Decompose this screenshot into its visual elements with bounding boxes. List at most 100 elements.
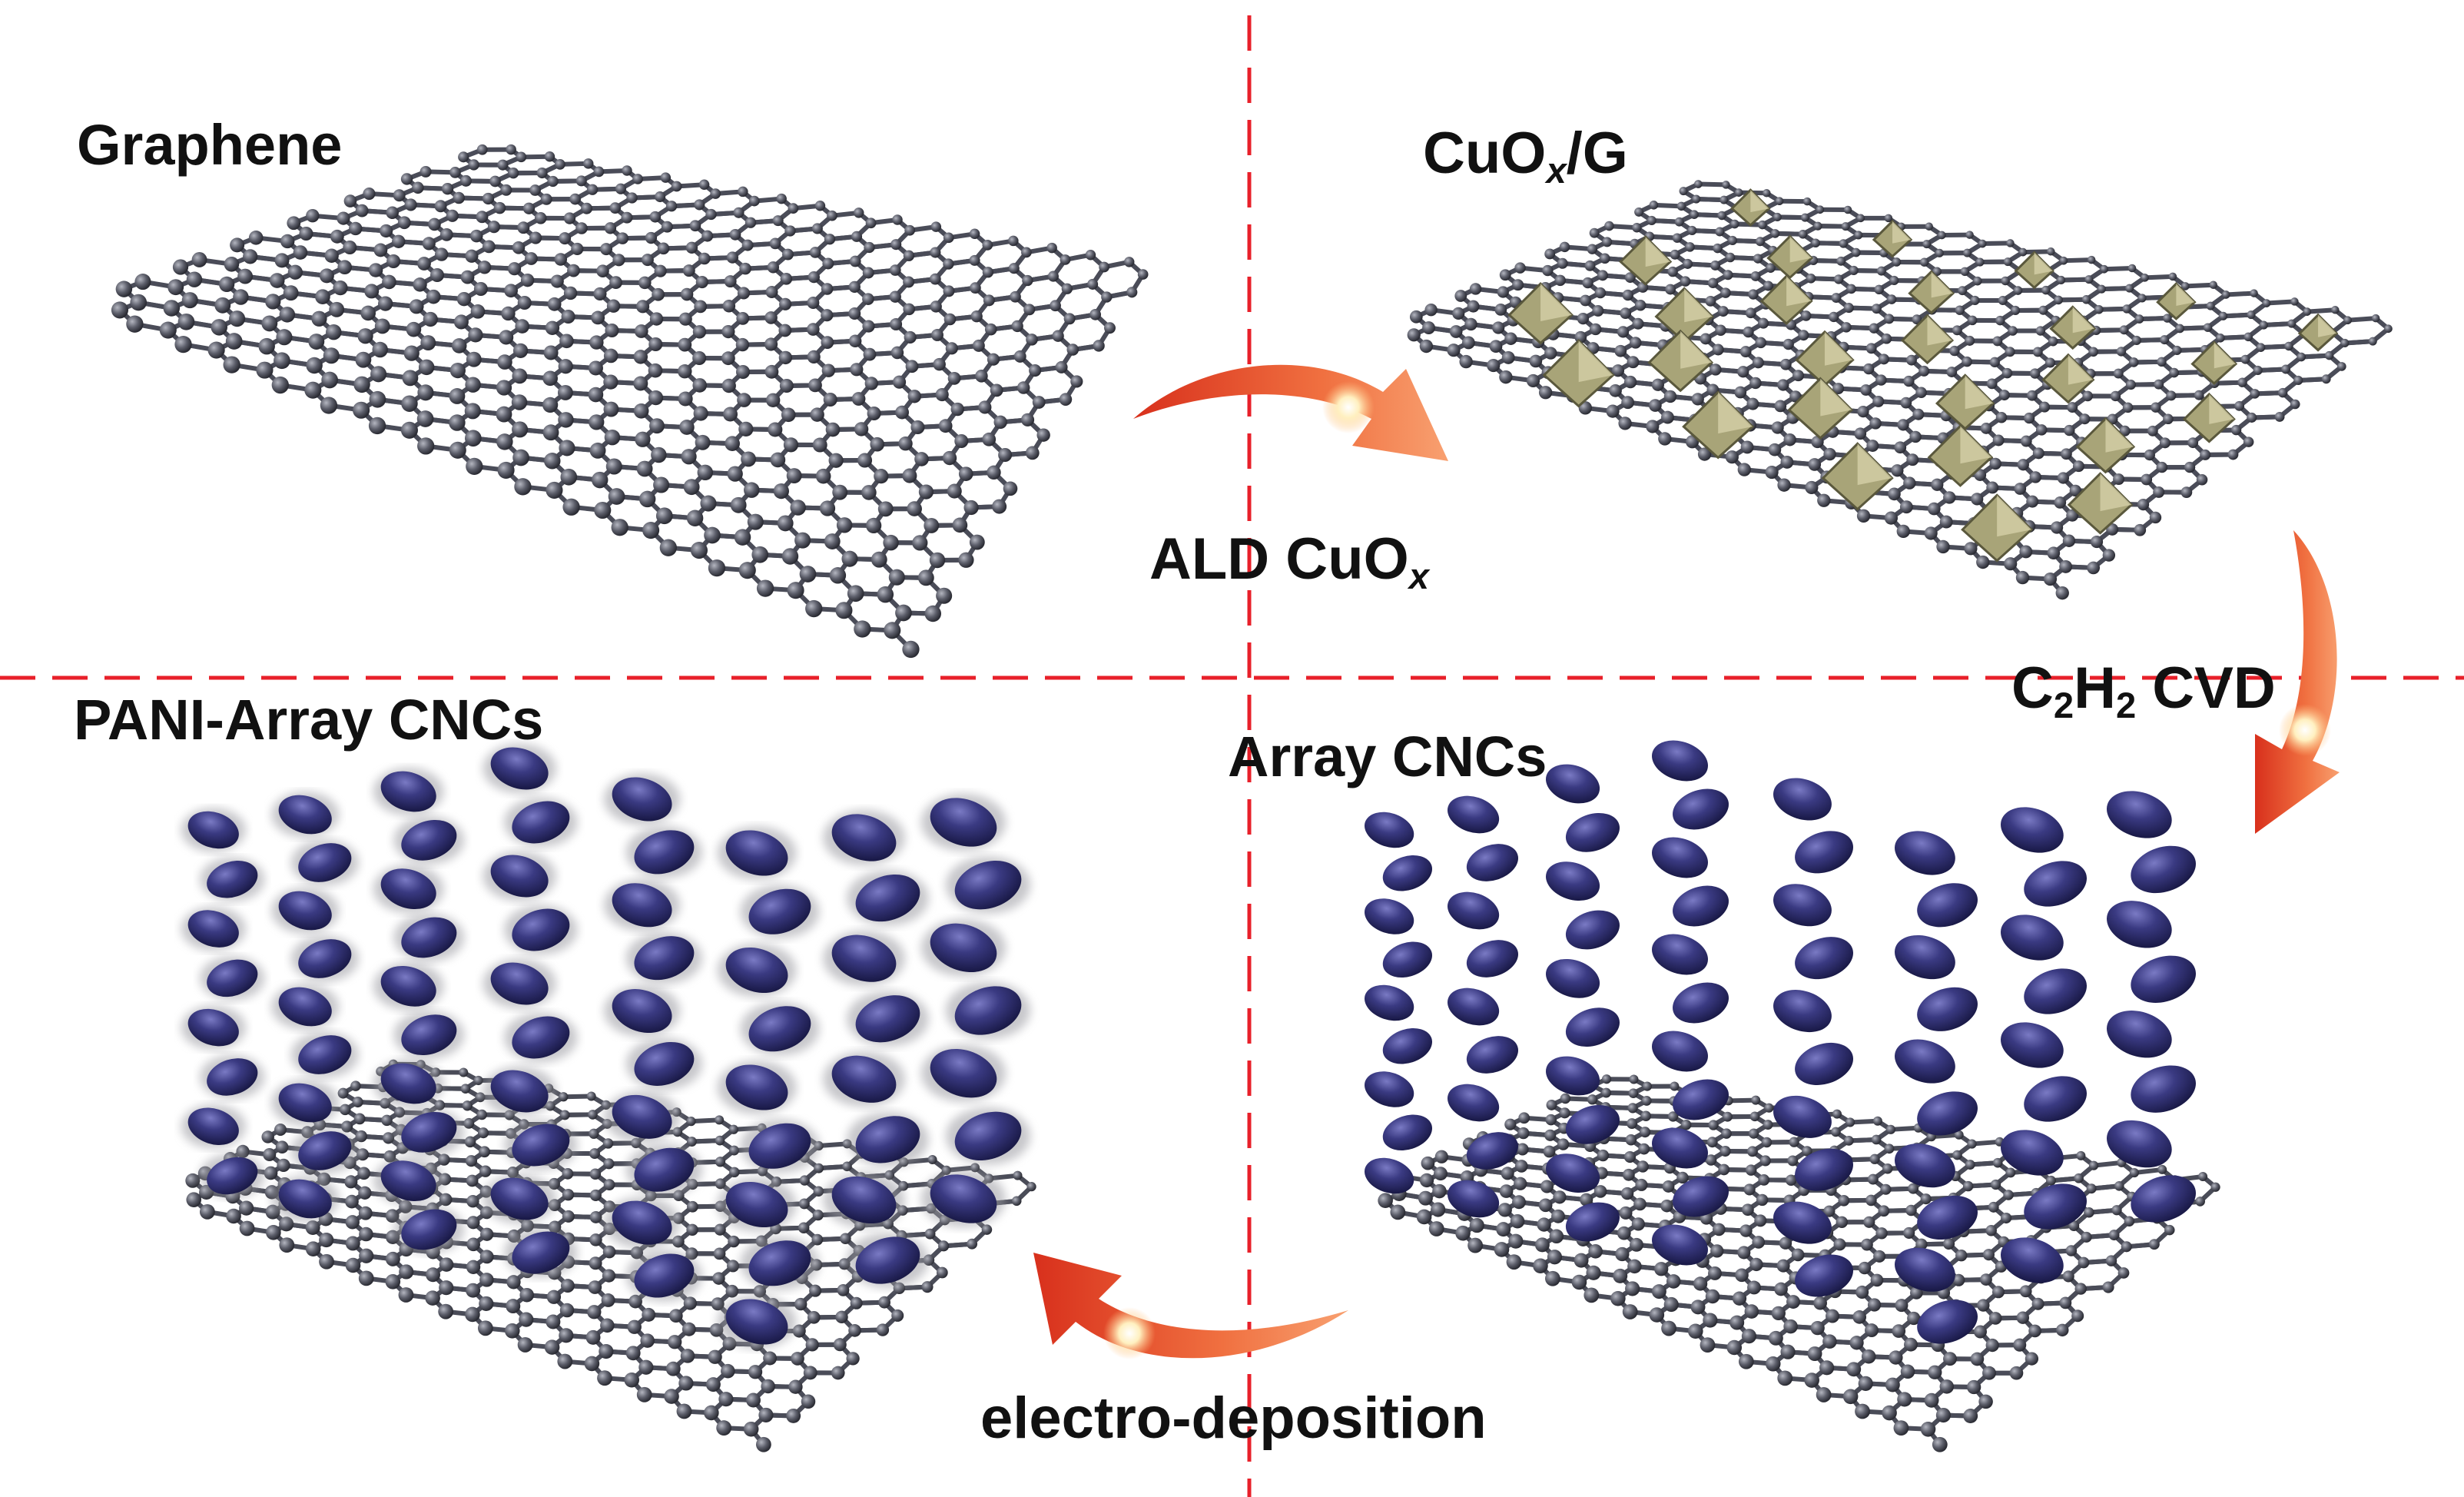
lattice-atom bbox=[306, 208, 320, 223]
cuox-graphene-sheet bbox=[1407, 180, 2393, 600]
lattice-atom bbox=[874, 469, 889, 484]
lattice-atom bbox=[1734, 386, 1747, 399]
particle-facet bbox=[1786, 276, 1812, 307]
lattice-atom bbox=[638, 490, 656, 508]
lattice-atom bbox=[1634, 300, 1647, 311]
lattice-atom bbox=[918, 484, 934, 500]
lattice-atom bbox=[603, 401, 619, 417]
lattice-atom bbox=[1690, 210, 1699, 219]
lattice-atom bbox=[1771, 421, 1784, 434]
lattice-atom bbox=[689, 220, 701, 232]
lattice-atom bbox=[1777, 478, 1791, 492]
lattice-atom bbox=[497, 159, 509, 171]
lattice-atom bbox=[1137, 269, 1149, 280]
lattice-atom bbox=[853, 207, 864, 218]
lattice-bond bbox=[2304, 307, 2338, 314]
lattice-atom bbox=[642, 522, 660, 539]
lattice-atom bbox=[2090, 535, 2104, 549]
lattice-atom bbox=[343, 241, 357, 254]
lattice-atom bbox=[2072, 460, 2084, 473]
lattice-atom bbox=[738, 562, 756, 579]
lattice-bond bbox=[2299, 353, 2332, 360]
cuox-particle bbox=[1872, 219, 1913, 258]
lattice-atom bbox=[1817, 493, 1831, 507]
lattice-atom bbox=[632, 174, 643, 184]
lattice-atom bbox=[417, 384, 434, 401]
lattice-atom bbox=[274, 352, 290, 370]
lattice-atom bbox=[1587, 244, 1598, 254]
lattice-atom bbox=[773, 483, 789, 500]
lattice-atom bbox=[768, 422, 783, 437]
cuox-particle bbox=[1961, 493, 2034, 563]
lattice-atom bbox=[435, 247, 449, 261]
lattice-atom bbox=[738, 421, 754, 437]
lattice-atom bbox=[2122, 304, 2131, 314]
lattice-atom bbox=[808, 271, 820, 284]
lattice-atom bbox=[2237, 377, 2247, 387]
lattice-atom bbox=[823, 393, 837, 407]
lattice-atom bbox=[606, 299, 621, 313]
particle-facet bbox=[2100, 473, 2132, 512]
lattice-atom bbox=[1126, 287, 1138, 298]
lattice-bond bbox=[2220, 312, 2253, 319]
lattice-atom bbox=[465, 249, 479, 263]
lattice-atom bbox=[903, 303, 915, 316]
lattice-atom bbox=[865, 217, 877, 229]
lattice-atom bbox=[1857, 405, 1869, 418]
lattice-atom bbox=[489, 175, 501, 188]
lattice-atom bbox=[2203, 323, 2213, 332]
lattice-bond bbox=[2183, 282, 2216, 289]
lattice-bond bbox=[2255, 367, 2289, 373]
lattice-atom bbox=[970, 310, 983, 323]
cuox-particle bbox=[1759, 274, 1813, 325]
lattice-atom bbox=[943, 285, 955, 297]
lattice-atom bbox=[847, 585, 864, 602]
cuox-particle bbox=[2182, 392, 2236, 443]
lattice-atom bbox=[512, 449, 529, 466]
lattice-atom bbox=[465, 430, 482, 447]
lattice-atom bbox=[517, 296, 532, 310]
lattice-atom bbox=[2110, 390, 2121, 402]
lattice-bond bbox=[2177, 325, 2210, 331]
lattice-atom bbox=[987, 465, 1001, 480]
lattice-atom bbox=[2087, 561, 2100, 575]
lattice-atom bbox=[2243, 332, 2253, 342]
lattice-atom bbox=[386, 254, 401, 268]
lattice-atom bbox=[848, 307, 861, 320]
lattice-atom bbox=[2032, 447, 2044, 460]
lattice-atom bbox=[1946, 367, 1958, 377]
lattice-atom bbox=[1897, 419, 1909, 431]
lattice-atom bbox=[360, 305, 376, 321]
lattice-atom bbox=[945, 342, 958, 355]
lattice-atom bbox=[547, 175, 559, 188]
lattice-atom bbox=[420, 335, 436, 350]
lattice-atom bbox=[468, 159, 479, 171]
lattice-bond bbox=[2258, 344, 2291, 350]
lattice-atom bbox=[522, 202, 536, 214]
lattice-atom bbox=[870, 436, 885, 452]
lattice-atom bbox=[320, 397, 338, 414]
lattice-atom bbox=[982, 240, 993, 251]
lattice-atom bbox=[1962, 356, 1972, 367]
lattice-atom bbox=[2069, 484, 2082, 497]
lattice-atom bbox=[525, 252, 538, 265]
lattice-atom bbox=[648, 390, 664, 406]
lattice-atom bbox=[866, 517, 882, 534]
lattice-atom bbox=[660, 172, 672, 183]
lattice-atom bbox=[368, 417, 386, 435]
lattice-atom bbox=[812, 437, 827, 453]
lattice-atom bbox=[1016, 381, 1030, 394]
lattice-atom bbox=[329, 301, 345, 317]
lattice-atom bbox=[1501, 350, 1515, 364]
lattice-atom bbox=[741, 239, 754, 251]
lattice-atom bbox=[1952, 325, 1962, 336]
lattice-atom bbox=[1577, 312, 1590, 325]
lattice-atom bbox=[1407, 328, 1421, 342]
particle-facet bbox=[1965, 375, 1994, 410]
lattice-atom bbox=[2274, 411, 2285, 422]
lattice-atom bbox=[2100, 264, 2108, 274]
particle-facet bbox=[1931, 271, 1953, 298]
lattice-atom bbox=[783, 437, 799, 453]
lattice-atom bbox=[787, 582, 804, 599]
lattice-atom bbox=[1800, 213, 1809, 222]
